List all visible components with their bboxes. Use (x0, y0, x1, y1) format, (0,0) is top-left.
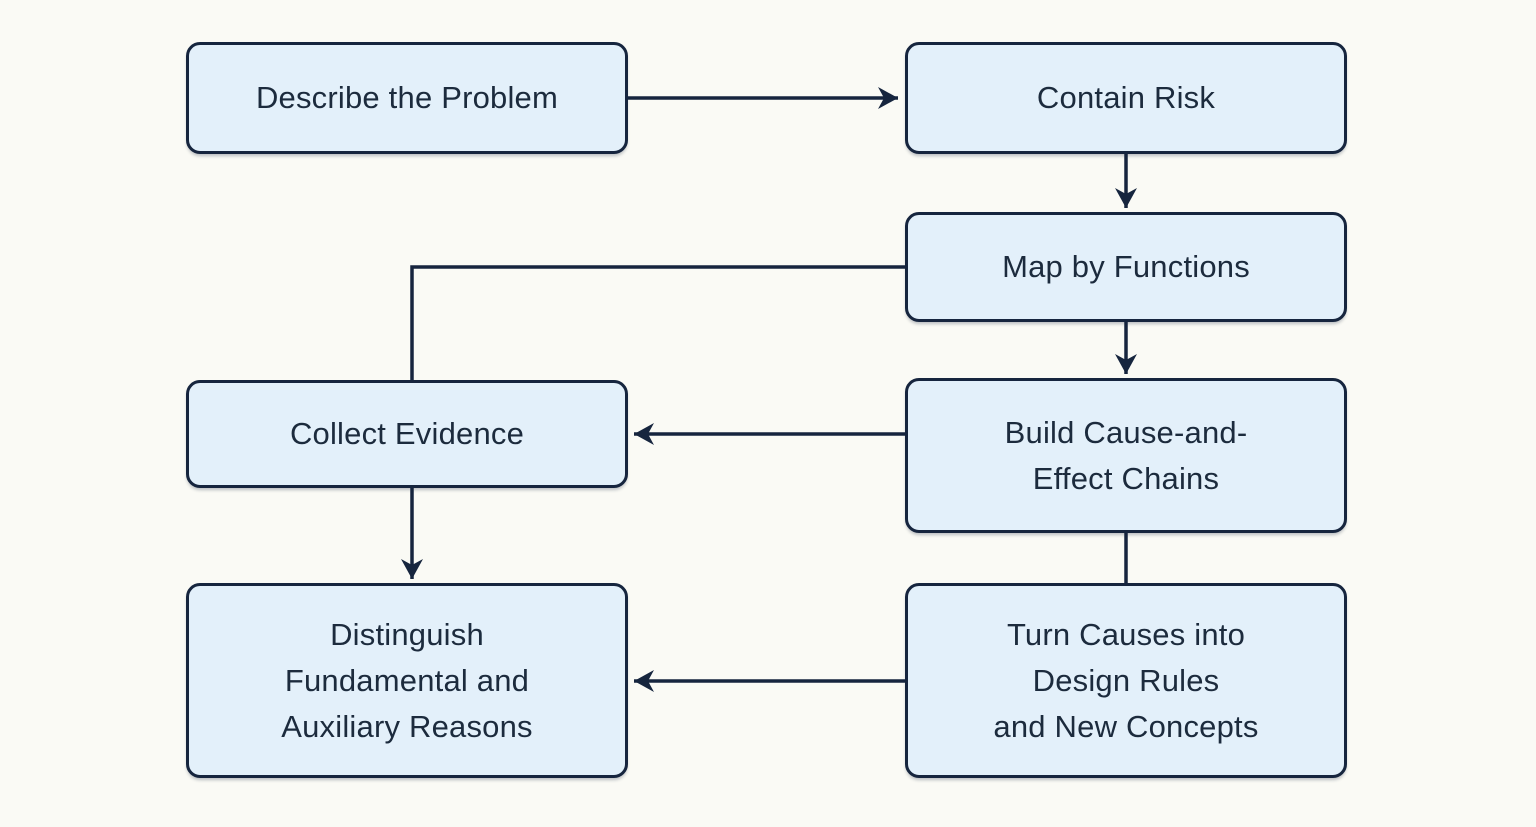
node-build-cause-and-effect-chains: Build Cause-and- Effect Chains (905, 378, 1347, 533)
node-label: Collect Evidence (289, 416, 525, 451)
node-turn-causes-into-design-rules-and-new-concepts: Turn Causes into Design Rules and New Co… (905, 583, 1347, 778)
node-contain-risk: Contain Risk (905, 42, 1347, 154)
node-distinguish-fundamental-and-auxiliary-reasons: Distinguish Fundamental and Auxiliary Re… (186, 583, 628, 778)
node-describe-the-problem: Describe the Problem (186, 42, 628, 154)
node-map-by-functions: Map by Functions (905, 212, 1347, 322)
node-label: Contain Risk (1036, 80, 1216, 115)
node-label: Map by Functions (1002, 249, 1250, 284)
edge-map_by_functions-to-collect_evidence (410, 265, 905, 380)
node-label: Describe the Problem (255, 80, 559, 115)
node-label: Turn Causes into Design Rules and New Co… (993, 616, 1259, 744)
node-collect-evidence: Collect Evidence (186, 380, 628, 488)
node-label: Build Cause-and- Effect Chains (1004, 414, 1248, 496)
node-label: Distinguish Fundamental and Auxiliary Re… (281, 616, 533, 744)
